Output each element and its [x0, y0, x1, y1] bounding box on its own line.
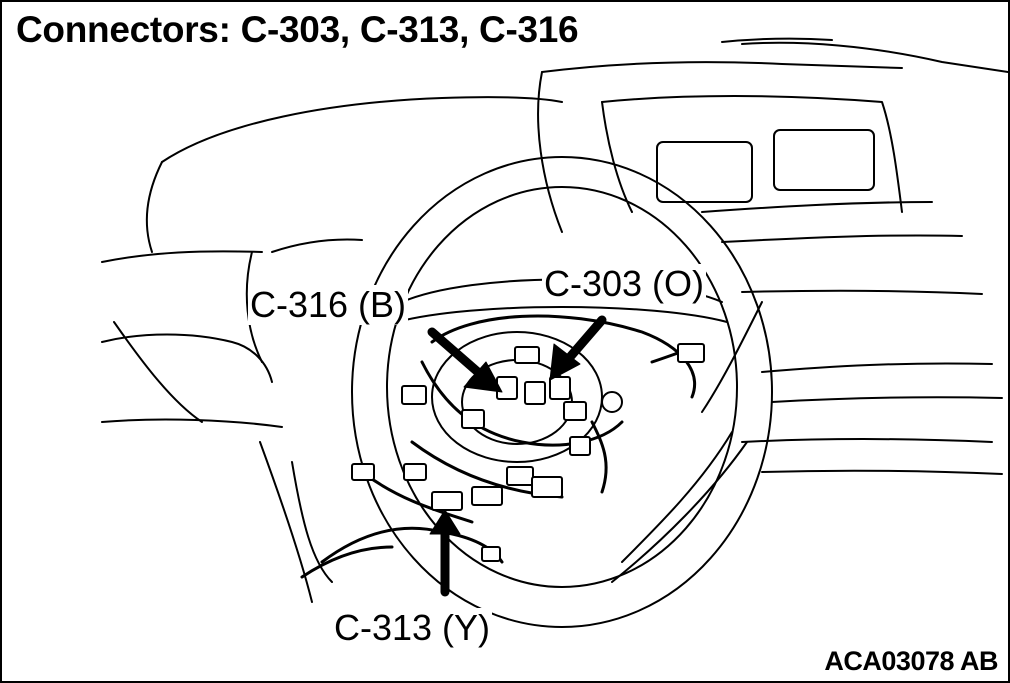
callout-arrows — [427, 315, 607, 597]
figure-title: Connectors: C-303, C-313, C-316 — [16, 8, 587, 52]
figure-code: ACA03078 AB — [824, 646, 998, 676]
title-leader-line — [721, 37, 833, 43]
steering-wheel — [351, 156, 773, 628]
wiring-harness — [300, 314, 704, 579]
harness-connectors — [351, 343, 705, 562]
dashboard-outline — [101, 41, 1008, 603]
callout-c303: C-303 (O) — [542, 263, 707, 304]
callout-c313: C-313 (Y) — [332, 607, 493, 648]
callout-c316: C-316 (B) — [248, 284, 409, 325]
